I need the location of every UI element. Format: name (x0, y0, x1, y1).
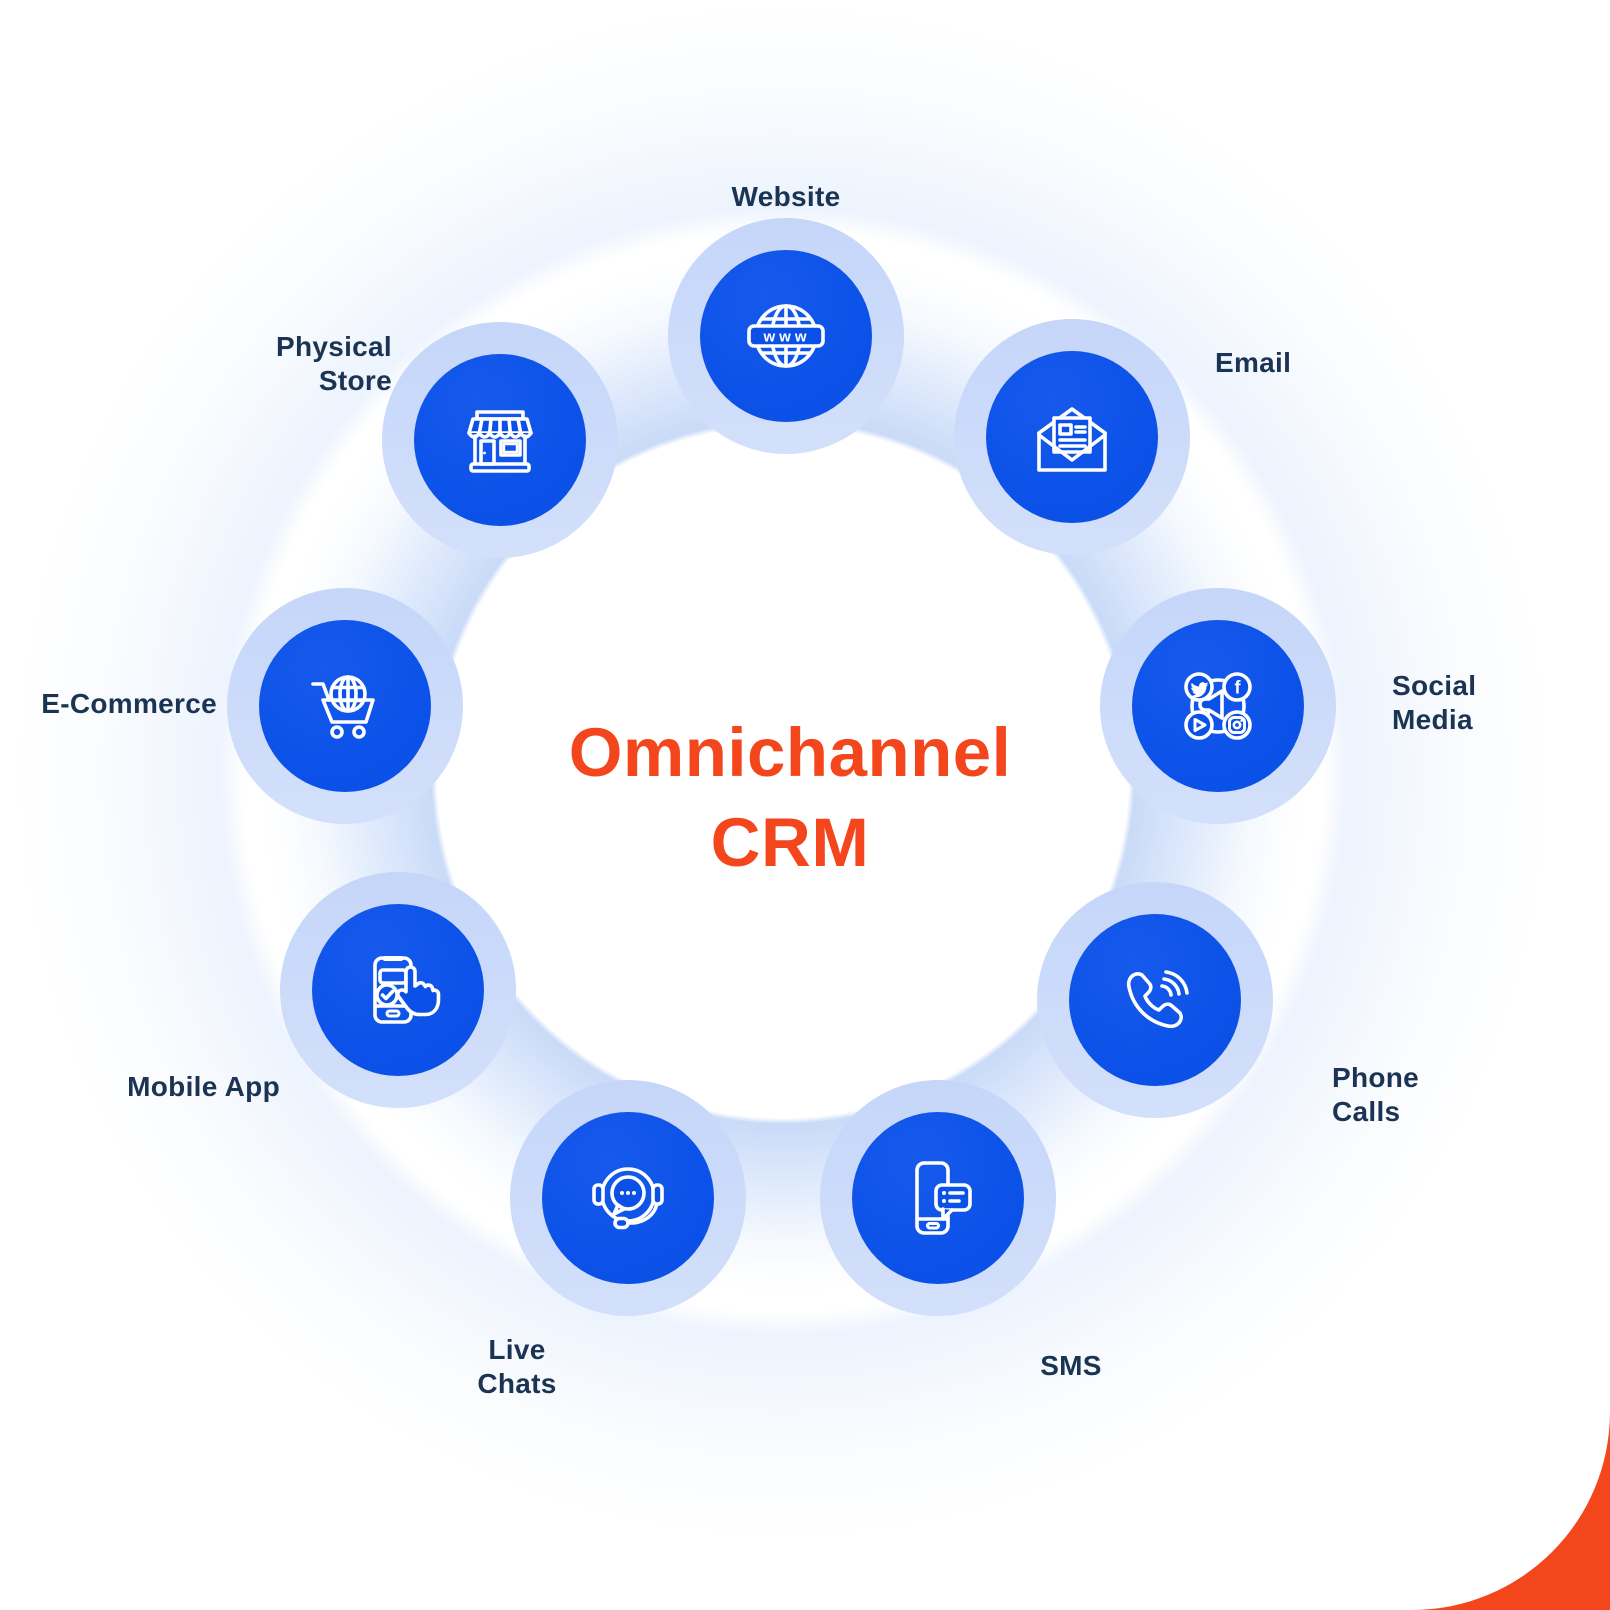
node-disc: www (700, 250, 872, 422)
channel-label-phone-calls: Phone Calls (1332, 1061, 1419, 1129)
channel-node-phone-calls (1037, 882, 1273, 1118)
node-disc (852, 1112, 1024, 1284)
channel-label-social-media: Social Media (1392, 669, 1476, 737)
node-disc (312, 904, 484, 1076)
channel-node-social-media: f (1100, 588, 1336, 824)
channel-node-sms (820, 1080, 1056, 1316)
channel-label-sms: SMS (1040, 1349, 1102, 1383)
label-line: Social (1392, 670, 1477, 701)
cart-globe-icon (311, 675, 375, 739)
svg-text:f: f (1235, 678, 1242, 698)
label-line: E-Commerce (41, 688, 217, 719)
social-network-icon: f (1184, 672, 1252, 740)
channel-label-e-commerce: E-Commerce (41, 687, 217, 721)
storefront-icon (467, 410, 533, 473)
label-line: Physical (275, 331, 392, 362)
label-line: Store (318, 365, 392, 396)
channel-label-live-chats: Live Chats (477, 1333, 556, 1401)
title-line-2: CRM (710, 804, 870, 881)
label-line: Mobile App (127, 1071, 280, 1102)
channel-node-email (954, 319, 1190, 555)
channel-label-email: Email (1215, 346, 1291, 380)
channel-node-mobile-app (280, 872, 516, 1108)
channel-label-mobile-app: Mobile App (127, 1070, 280, 1104)
channel-node-live-chats (510, 1080, 746, 1316)
open-envelope-icon (1037, 407, 1107, 472)
tap-phone-icon (373, 956, 441, 1024)
channel-label-physical-store: Physical Store (276, 330, 392, 398)
node-disc: f (1132, 620, 1304, 792)
node-disc (986, 351, 1158, 523)
label-line: Phone (1332, 1062, 1420, 1093)
label-line: Chats (477, 1368, 557, 1399)
channel-node-website: www (668, 218, 904, 454)
svg-text:www: www (762, 329, 810, 346)
globe-www-icon: www (747, 304, 825, 368)
label-line: Live (488, 1334, 546, 1365)
title-line-1: Omnichannel (568, 714, 1012, 791)
phone-call-icon (1126, 970, 1189, 1029)
sms-phone-icon (915, 1161, 972, 1235)
label-line: Email (1215, 347, 1292, 378)
node-disc (542, 1112, 714, 1284)
diagram-title: Omnichannel CRM (569, 708, 1012, 888)
node-disc (414, 354, 586, 526)
label-line: SMS (1040, 1350, 1102, 1381)
channel-node-e-commerce (227, 588, 463, 824)
channel-label-website: Website (732, 180, 841, 214)
label-line: Media (1392, 704, 1473, 735)
label-line: Calls (1332, 1096, 1401, 1127)
chat-headset-icon (592, 1167, 664, 1230)
node-disc (1069, 914, 1241, 1086)
channel-node-physical-store (382, 322, 618, 558)
node-disc (259, 620, 431, 792)
label-line: Website (731, 181, 841, 212)
